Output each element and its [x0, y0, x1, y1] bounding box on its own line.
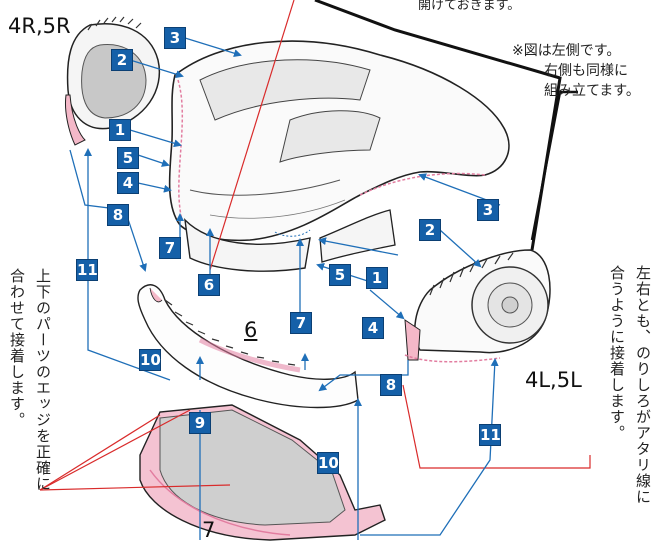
note-right-vertical-col2: 合うように接着します。: [608, 265, 626, 441]
hood-body: [168, 40, 510, 272]
step-badge-4b: 4: [363, 318, 383, 338]
step-badge-3: 3: [165, 28, 185, 48]
note-left-side-line2: 右側も同様に: [544, 63, 628, 79]
note-left-vertical-col1: 上下のパーツのエッジを正確に: [34, 268, 52, 492]
note-left-vertical-col2: 合わせて接着します。: [8, 268, 26, 428]
side-panel-4l5l: [404, 249, 551, 363]
callout-lines: [314, 0, 578, 251]
step-badge-3b: 3: [478, 200, 498, 220]
step-badge-10: 10: [140, 350, 161, 370]
step-badge-11: 11: [77, 260, 98, 280]
step-badge-2b: 2: [420, 220, 440, 240]
step-badge-10b: 10: [318, 453, 339, 473]
note-left-side-line1: ※図は左側です。: [512, 43, 621, 59]
step-badge-9: 9: [190, 413, 210, 433]
note-left-side-line3: 組み立てます。: [544, 83, 640, 99]
red-pointer-lines: [39, 0, 591, 491]
step-badge-6: 6: [199, 275, 219, 295]
step-badge-8b: 8: [381, 375, 401, 395]
part-7-plate: [139, 404, 386, 541]
step-badge-8: 8: [108, 205, 128, 225]
label-4l5l: 4L,5L: [525, 368, 582, 392]
label-4r5r: 4R,5R: [8, 14, 71, 38]
step-badge-2: 2: [112, 50, 132, 70]
note-top-cut: 開けておきます。: [418, 0, 521, 13]
step-badge-1b: 1: [367, 268, 387, 288]
label-part-6: 6: [244, 318, 258, 342]
step-badge-7b: 7: [291, 313, 311, 333]
step-badge-5b: 5: [330, 265, 350, 285]
step-badge-5: 5: [118, 148, 138, 168]
note-right-vertical-col1: 左右とも、のりしろがアタリ線に: [634, 265, 652, 505]
part-6-strip: [137, 284, 359, 409]
label-part-7: 7: [202, 518, 216, 542]
step-badge-7: 7: [160, 238, 180, 258]
step-badge-11b: 11: [480, 425, 501, 445]
step-badge-4: 4: [118, 173, 138, 193]
step-badge-1: 1: [110, 120, 130, 140]
